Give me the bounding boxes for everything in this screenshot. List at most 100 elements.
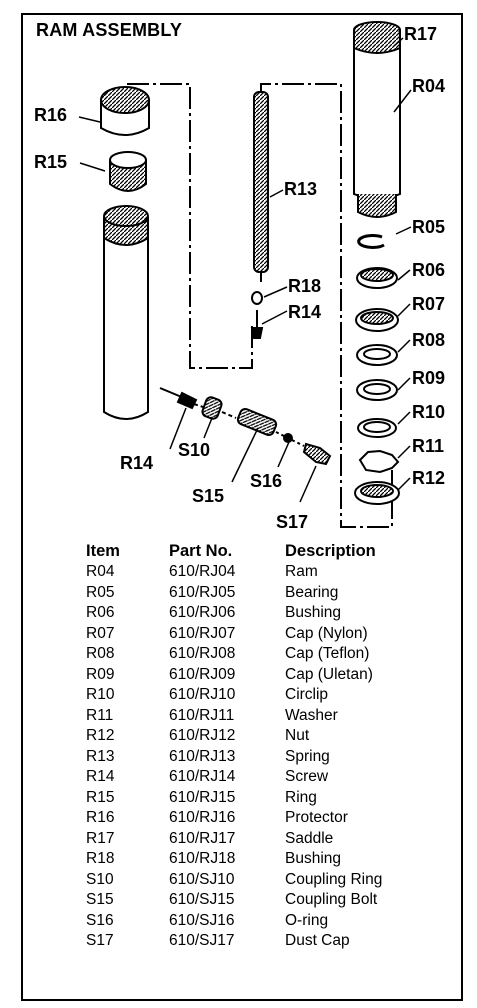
cell-description: Circlip [285,686,329,703]
assembly-path [127,83,393,528]
exploded-view-diagram: R17 R04 R16 R15 R13 R05 R06 R07 R08 R09 … [34,21,445,532]
cell-item: R16 [86,809,115,826]
cell-item: R09 [86,665,115,683]
cell-description: Coupling Ring [285,870,383,888]
label-r13: R13 [284,179,317,199]
cell-description: Cap (Teflon) [285,645,370,662]
cap-teflon-part [356,344,398,366]
spring-part [253,91,269,282]
cell-item: R17 [86,829,115,847]
page-title: RAM ASSEMBLY [36,20,183,40]
ring-part [109,151,147,192]
parts-table: Item Part No. Description R04 610/RJ04 Ram… [86,540,445,952]
cell-description: Protector [285,809,348,826]
cell-part-no: 610/RJ08 [169,645,236,662]
cap-nylon-part [355,308,399,332]
cell-part-no: 610/RJ05 [169,583,236,601]
cell-part-no: 610/SJ16 [169,911,235,929]
cell-item: R10 [86,686,115,703]
table-header-row: Item Part No. Description [86,540,445,562]
cell-description: Bearing [285,583,339,601]
label-r09: R09 [412,368,445,388]
cell-item: S15 [86,891,114,908]
header-part-no: Part No. [169,541,233,560]
cell-item: S16 [86,911,114,929]
cell-description: Nut [285,727,310,744]
table-row: R16 610/RJ16 Protector [86,808,445,829]
cell-part-no: 610/RJ10 [169,686,236,703]
cell-item: R08 [86,645,115,662]
cell-part-no: 610/RJ06 [169,604,236,621]
header-description: Description [285,541,376,560]
cell-item: R07 [86,624,115,642]
table-row: R15 610/RJ15 Ring [86,788,445,809]
cell-item: R05 [86,583,115,601]
nut-part [354,481,400,505]
table-row: R04 610/RJ04 Ram [86,562,445,583]
cell-description: Washer [285,706,338,724]
label-r11: R11 [412,436,444,456]
cell-item: R06 [86,604,115,621]
table-row: R05 610/RJ05 Bearing [86,583,445,604]
circlip-part [357,418,397,438]
diagram-frame [21,13,463,1001]
ram-part [353,21,401,218]
header-item: Item [86,541,120,560]
label-r04: R04 [412,76,445,96]
cell-description: Saddle [285,829,334,847]
label-r06: R06 [412,260,445,280]
label-s16: S16 [250,471,282,491]
table-row: R08 610/RJ08 Cap (Teflon) [86,644,445,665]
cell-part-no: 610/SJ17 [169,932,235,949]
label-r18: R18 [288,276,321,296]
table-row: R10 610/RJ10 Circlip [86,685,445,706]
cell-item: S17 [86,932,114,949]
cap-uletan-part [356,379,398,401]
cell-part-no: 610/SJ15 [169,891,235,908]
part-labels: R17 R04 R16 R15 R13 R05 R06 R07 R08 R09 … [34,24,445,532]
cell-description: Ring [285,788,317,806]
label-r08: R08 [412,330,445,350]
cell-item: R04 [86,563,115,580]
bearing-part [357,233,385,249]
cylinder-part [103,205,149,420]
table-row: R06 610/RJ06 Bushing [86,603,445,624]
cell-description: Ram [285,563,318,580]
bushing-part [356,267,398,289]
cell-item: R14 [86,768,115,785]
label-r14-lower: R14 [120,453,153,473]
cell-item: R18 [86,850,115,867]
cell-part-no: 610/RJ15 [169,788,236,806]
label-r05: R05 [412,217,445,237]
cell-description: Bushing [285,604,342,621]
cell-item: R13 [86,747,115,765]
cell-item: S10 [86,870,114,888]
label-r07: R07 [412,294,445,314]
cell-description: Dust Cap [285,932,350,949]
cell-part-no: 610/RJ14 [169,768,236,785]
cell-description: Cap (Nylon) [285,624,368,642]
small-bushing-part [251,291,263,305]
protector-part [100,86,150,136]
cell-part-no: 610/RJ11 [169,706,235,724]
cell-description: Screw [285,768,329,785]
coupling-assembly [159,387,332,466]
table-row: R14 610/RJ14 Screw [86,767,445,788]
cell-part-no: 610/RJ16 [169,809,236,826]
cell-description: Bushing [285,850,342,867]
label-s17: S17 [276,512,308,532]
label-r10: R10 [412,402,445,422]
cell-part-no: 610/RJ04 [169,563,236,580]
label-r14-upper: R14 [288,302,321,322]
label-r16: R16 [34,105,67,125]
cell-item: R15 [86,788,115,806]
